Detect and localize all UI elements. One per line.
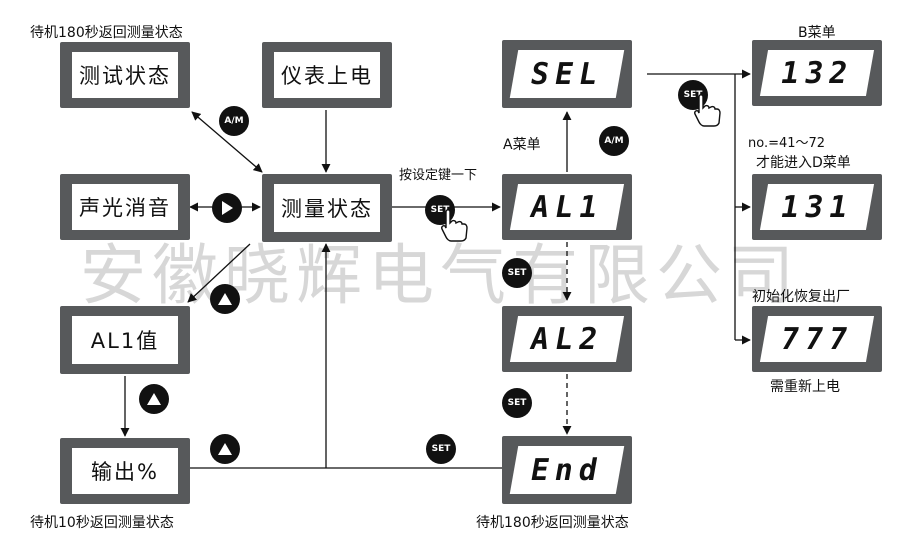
set-button-icon: SET [426, 434, 456, 464]
power-on-text: 仪表上电 [274, 52, 380, 98]
up-triangle-icon [210, 434, 240, 464]
al1-value-box: AL1值 [60, 306, 190, 374]
mute-text: 声光消音 [72, 184, 178, 230]
standby-bottom-left-label: 待机10秒返回测量状态 [30, 515, 174, 531]
display-132-text: 132 [759, 50, 875, 96]
display-777-box: 777 [752, 306, 882, 372]
hand-pointer-icon [694, 94, 721, 127]
am-button-icon: A/M [599, 126, 629, 156]
output-percent-text: 输出% [72, 448, 178, 494]
test-state-text: 测试状态 [72, 52, 178, 98]
hand-pointer-icon [441, 209, 468, 242]
output-percent-box: 输出% [60, 438, 190, 504]
al2-display-text: AL2 [509, 316, 625, 362]
standby-top-label: 待机180秒返回测量状态 [30, 25, 183, 41]
display-132-box: 132 [752, 40, 882, 106]
sel-display-text: SEL [509, 50, 625, 98]
mute-box: 声光消音 [60, 174, 190, 240]
set-button-icon: SET [502, 258, 532, 288]
power-on-box: 仪表上电 [262, 42, 392, 108]
b-menu-label: B菜单 [798, 25, 836, 41]
al1-display-text: AL1 [509, 184, 625, 230]
up-triangle-icon [139, 384, 169, 414]
factory-reset-label: 初始化恢复出厂 [752, 289, 850, 305]
set-button-icon: SET [502, 388, 532, 418]
end-display-text: End [509, 446, 625, 494]
am-button-icon: A/M [219, 106, 249, 136]
al2-display-box: AL2 [502, 306, 632, 372]
no-range-label: no.=41～72 [748, 136, 826, 151]
measure-state-text: 测量状态 [274, 184, 380, 232]
watermark: 安徽晓辉电气有限公司 [80, 237, 800, 314]
test-state-box: 测试状态 [60, 42, 190, 108]
display-777-text: 777 [759, 316, 875, 362]
d-menu-hint-label: 才能进入D菜单 [756, 155, 851, 171]
al1-display-box: AL1 [502, 174, 632, 240]
display-131-box: 131 [752, 174, 882, 240]
press-set-label: 按设定键一下 [399, 168, 478, 183]
play-button-icon [212, 193, 242, 223]
display-131-text: 131 [759, 184, 875, 230]
standby-bottom-right-label: 待机180秒返回测量状态 [476, 515, 629, 531]
end-display-box: End [502, 436, 632, 504]
a-menu-label: A菜单 [503, 137, 541, 153]
al1-value-text: AL1值 [72, 316, 178, 364]
sel-display-box: SEL [502, 40, 632, 108]
need-repower-label: 需重新上电 [770, 379, 840, 395]
measure-state-box: 测量状态 [262, 174, 392, 242]
up-triangle-icon [210, 284, 240, 314]
